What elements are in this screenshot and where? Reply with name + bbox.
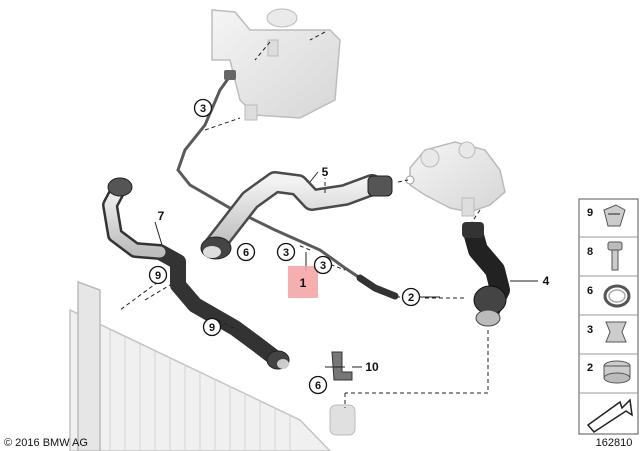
- clip-icon: [605, 321, 627, 343]
- screw-icon: [607, 241, 623, 271]
- band-clamp-icon: [603, 360, 631, 384]
- svg-text:3: 3: [283, 247, 289, 259]
- diagram-number: 162810: [596, 437, 633, 449]
- hose-5: [200, 171, 393, 260]
- callout-3-top[interactable]: 3: [193, 98, 213, 118]
- callout-3-right[interactable]: 3: [313, 255, 333, 275]
- callout-2[interactable]: 2: [401, 287, 421, 307]
- label-part-4[interactable]: 4: [543, 274, 550, 288]
- parts-legend: 9 8 6 3 2: [578, 198, 639, 435]
- callout-3-middle[interactable]: 3: [276, 242, 296, 262]
- label-part-7[interactable]: 7: [158, 209, 165, 223]
- svg-text:8: 8: [587, 246, 593, 258]
- svg-text:3: 3: [320, 260, 326, 272]
- hose-7: [102, 177, 290, 370]
- legend-item[interactable]: 9: [587, 204, 626, 227]
- copyright-text: © 2016 BMW AG: [4, 437, 88, 449]
- callout-6-lower[interactable]: 6: [308, 375, 328, 395]
- svg-text:6: 6: [587, 285, 593, 297]
- label-part-5[interactable]: 5: [322, 165, 329, 179]
- callout-9-upper[interactable]: 9: [148, 265, 168, 285]
- legend-item[interactable]: 2: [587, 360, 631, 384]
- svg-text:9: 9: [587, 207, 593, 219]
- expansion-tank: [211, 8, 341, 121]
- part-1-label: 1: [300, 276, 307, 290]
- legend-item[interactable]: 8: [587, 241, 623, 271]
- svg-text:6: 6: [315, 380, 321, 392]
- hose-clamp-icon: [603, 204, 626, 227]
- hose-4: [462, 222, 510, 327]
- spring-clamp-icon: [603, 284, 631, 308]
- svg-text:9: 9: [209, 322, 215, 334]
- bracket-10: [331, 351, 353, 381]
- thermostat-housing: [405, 141, 506, 217]
- svg-text:9: 9: [155, 270, 161, 282]
- svg-text:2: 2: [408, 292, 414, 304]
- vent-line-end: [356, 274, 399, 300]
- radiator: [69, 280, 356, 451]
- highlight-box-part-1[interactable]: 1: [288, 266, 318, 298]
- svg-text:6: 6: [243, 247, 249, 259]
- label-part-10[interactable]: 10: [365, 360, 379, 374]
- vent-connector: [224, 70, 236, 80]
- legend-item[interactable]: 6: [587, 284, 631, 308]
- direction-arrow-icon: [586, 398, 633, 433]
- callout-9-lower[interactable]: 9: [202, 317, 222, 337]
- callout-6-upper[interactable]: 6: [236, 242, 256, 262]
- legend-item[interactable]: 3: [587, 321, 627, 343]
- svg-text:2: 2: [587, 362, 593, 374]
- leader-lines: [119, 31, 489, 408]
- svg-text:3: 3: [200, 103, 206, 115]
- svg-text:3: 3: [587, 324, 593, 336]
